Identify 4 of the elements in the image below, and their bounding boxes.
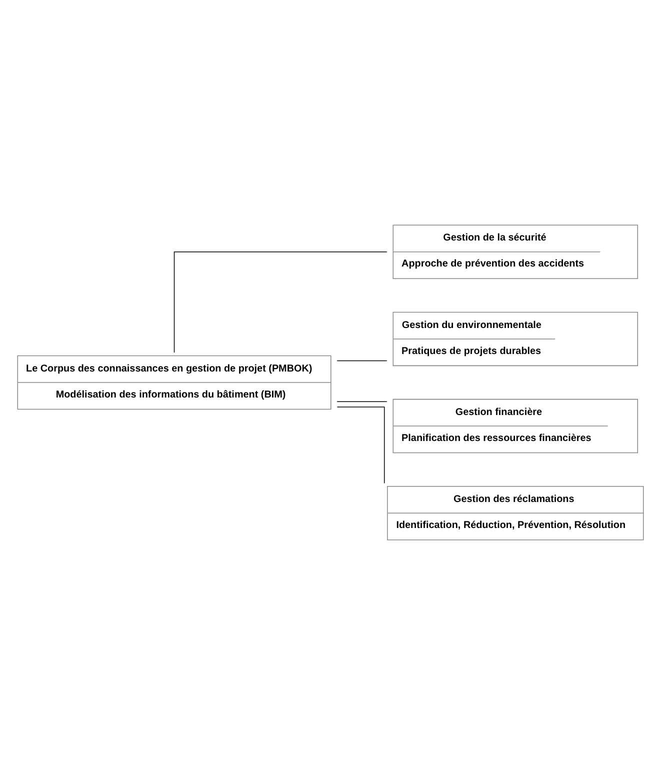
connector <box>174 250 388 352</box>
connector <box>336 360 388 361</box>
connector <box>336 400 388 402</box>
connector <box>336 406 385 484</box>
